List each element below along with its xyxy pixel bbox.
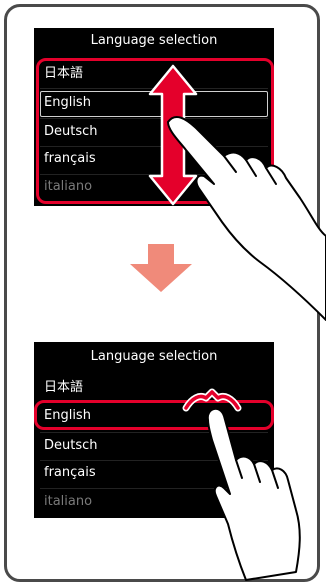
scroll-area-highlight (36, 58, 274, 204)
language-item-italiano[interactable]: italiano (44, 494, 93, 509)
language-item-japanese[interactable]: 日本語 (44, 66, 84, 81)
language-item-francais[interactable]: français (44, 465, 96, 480)
down-arrow-icon (130, 244, 192, 292)
tapped-item-highlight (34, 400, 274, 430)
language-item-deutsch[interactable]: Deutsch (44, 124, 98, 139)
top-screen-title: Language selection (90, 33, 218, 48)
language-item-deutsch[interactable]: Deutsch (44, 438, 98, 453)
tap-indicator-icon (182, 388, 242, 412)
bottom-screen-title: Language selection (90, 349, 218, 364)
language-item-japanese[interactable]: 日本語 (44, 380, 84, 395)
language-item-english[interactable]: English (44, 408, 91, 423)
language-item-francais[interactable]: français (44, 151, 96, 166)
finger-swipe-hand-icon (165, 115, 326, 321)
language-item-english[interactable]: English (44, 95, 91, 110)
tap-hand-icon (206, 407, 301, 581)
language-item-italiano[interactable]: italiano (44, 179, 93, 194)
